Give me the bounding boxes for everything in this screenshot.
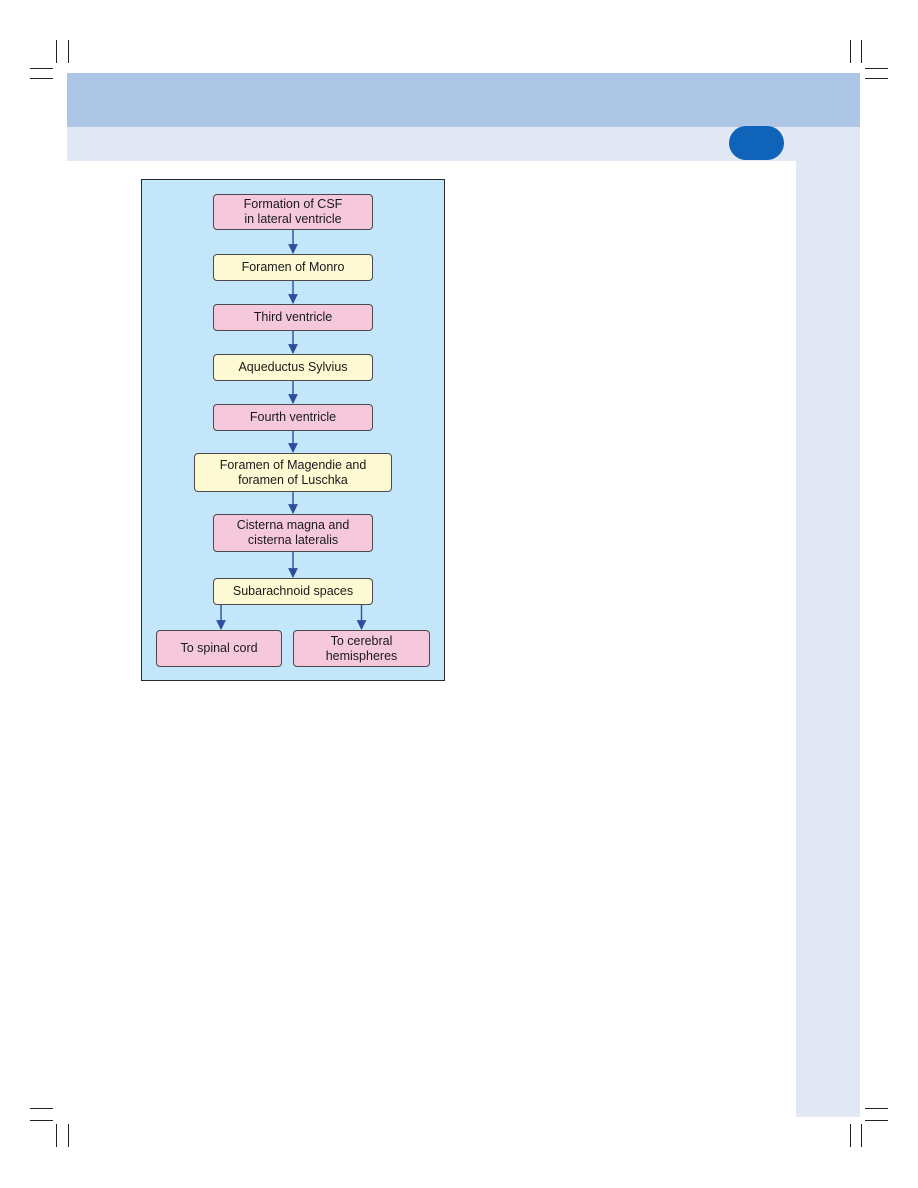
crop-mark — [30, 78, 53, 79]
crop-mark — [865, 1120, 888, 1121]
crop-mark — [861, 1124, 862, 1147]
crop-mark — [30, 68, 53, 69]
crop-mark — [865, 1108, 888, 1109]
flowchart-panel: Formation of CSF in lateral ventricle Fo… — [141, 179, 445, 681]
crop-mark — [30, 1108, 53, 1109]
crop-mark — [68, 1124, 69, 1147]
flowchart-arrows — [216, 230, 367, 630]
node-cisterna: Cisterna magna and cisterna lateralis — [213, 514, 373, 552]
node-third-ventricle: Third ventricle — [213, 304, 373, 331]
crop-mark — [850, 40, 851, 63]
subheader-band — [67, 127, 860, 161]
node-foramen-magendie-luschka: Foramen of Magendie and foramen of Lusch… — [194, 453, 392, 492]
node-spinal-cord: To spinal cord — [156, 630, 282, 667]
node-cerebral-hemispheres: To cerebral hemispheres — [293, 630, 430, 667]
crop-mark — [861, 40, 862, 63]
node-subarachnoid-spaces: Subarachnoid spaces — [213, 578, 373, 605]
crop-mark — [865, 78, 888, 79]
crop-mark — [30, 1120, 53, 1121]
side-band — [796, 161, 860, 1117]
page-number-badge — [729, 126, 784, 160]
crop-mark — [56, 40, 57, 63]
crop-mark — [56, 1124, 57, 1147]
crop-mark — [68, 40, 69, 63]
node-fourth-ventricle: Fourth ventricle — [213, 404, 373, 431]
node-csf-formation: Formation of CSF in lateral ventricle — [213, 194, 373, 230]
header-band — [67, 73, 860, 127]
crop-mark — [865, 68, 888, 69]
crop-mark — [850, 1124, 851, 1147]
node-foramen-monro: Foramen of Monro — [213, 254, 373, 281]
node-aqueductus-sylvius: Aqueductus Sylvius — [213, 354, 373, 381]
